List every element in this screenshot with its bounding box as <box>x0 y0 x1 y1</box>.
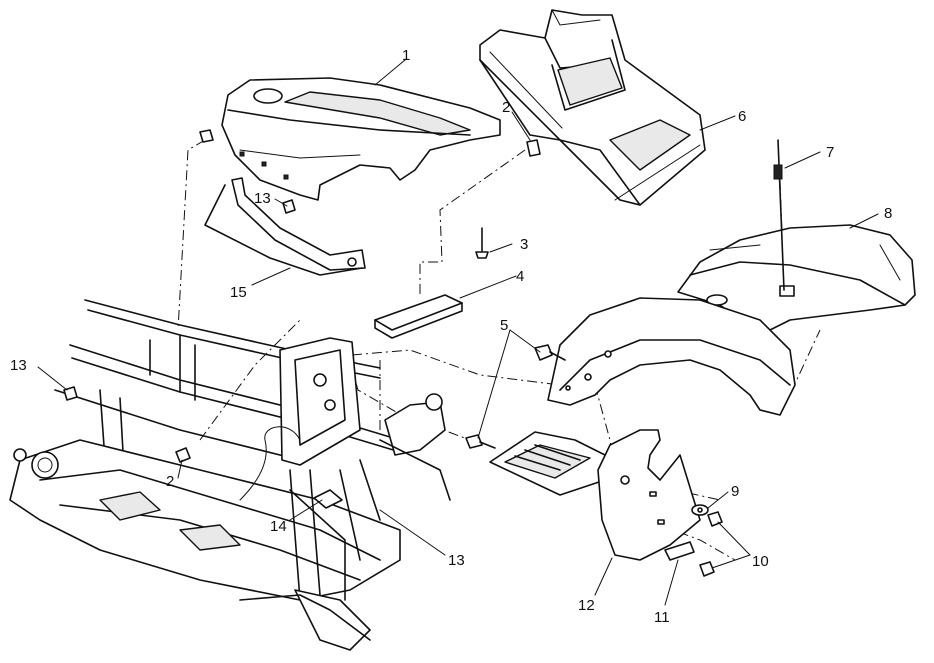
footrest <box>489 431 616 496</box>
mud-flap <box>597 429 701 561</box>
callout-2-upper: 2 <box>502 99 510 116</box>
callout-6: 6 <box>738 108 746 125</box>
callout-1: 1 <box>402 47 410 64</box>
callout-14: 14 <box>270 518 287 535</box>
callout-7: 7 <box>826 144 834 161</box>
callout-labels: 1 2 2 3 4 5 6 7 8 9 10 11 12 13 13 13 14… <box>10 47 892 626</box>
callout-3: 3 <box>520 236 528 253</box>
callout-4: 4 <box>516 268 524 285</box>
callout-9: 9 <box>731 483 739 500</box>
front-fender <box>547 297 796 416</box>
flag-antenna <box>773 139 785 291</box>
callout-13-bracket: 13 <box>254 190 271 207</box>
small-hardware <box>664 504 723 577</box>
atv-frame <box>9 129 541 651</box>
callout-5: 5 <box>500 317 508 334</box>
bracket <box>204 177 366 276</box>
front-cover <box>221 77 501 201</box>
headlight-pod <box>479 9 706 206</box>
callout-13-lower: 13 <box>448 552 465 569</box>
callout-15: 15 <box>230 284 247 301</box>
callout-13-left: 13 <box>10 357 27 374</box>
mounting-plate <box>374 227 489 339</box>
callout-8: 8 <box>884 205 892 222</box>
leader-lines <box>37 59 879 606</box>
callout-2-lower: 2 <box>166 473 174 490</box>
callout-11: 11 <box>654 609 670 626</box>
callout-10: 10 <box>752 553 769 570</box>
callout-12: 12 <box>578 597 595 614</box>
